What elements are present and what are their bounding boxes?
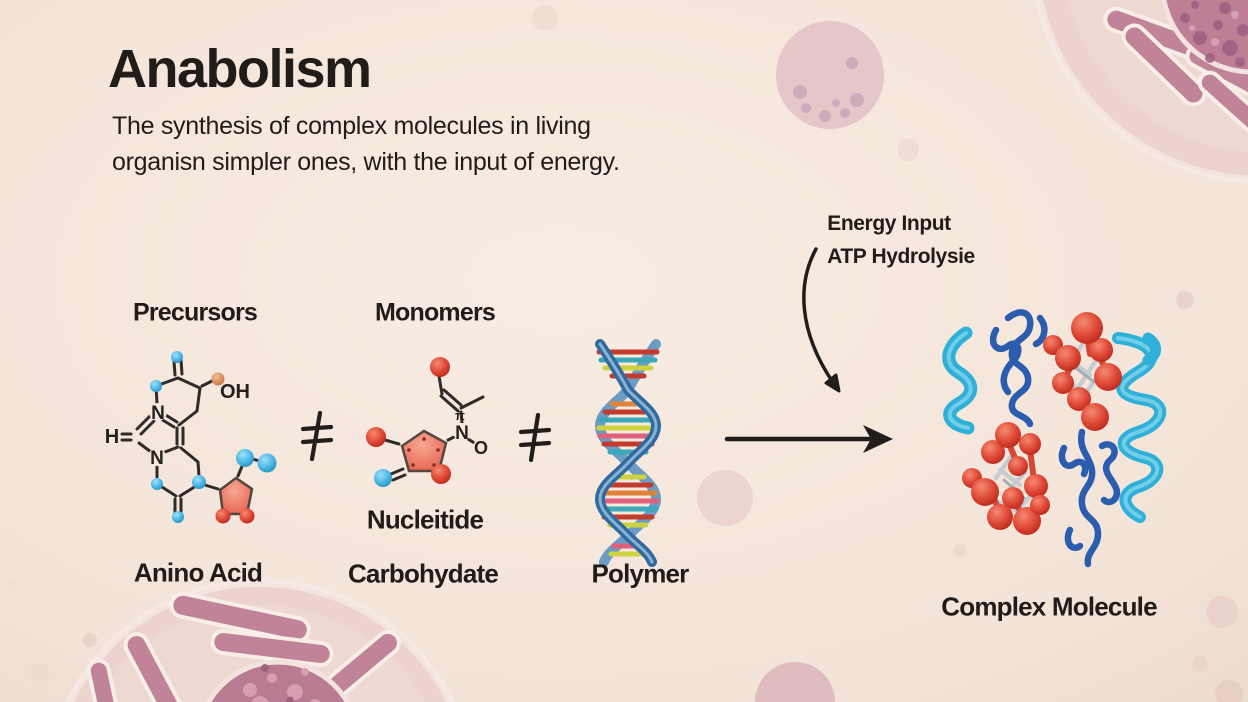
cyan-ribbons	[942, 326, 1167, 523]
nitrogen-label: N	[150, 448, 164, 469]
red-sphere-cluster-bottom	[962, 422, 1050, 535]
dna-helix-icon	[594, 339, 662, 567]
plus-symbol-1	[300, 410, 334, 462]
cell-nucleus	[1161, 0, 1248, 75]
faint-background-blobs	[6, 5, 1243, 702]
hydroxyl-label: OH	[220, 381, 250, 403]
protein-tangles	[989, 309, 1121, 568]
precursors-heading: Precursors	[132, 298, 258, 327]
complex-molecule-caption: Complex Molecule	[941, 591, 1157, 622]
polymer-caption: Polymer	[591, 558, 689, 589]
subtitle-line-1: The synthesis of complex molecules in li…	[112, 112, 591, 140]
subtitle-line-2: organisn simpler ones, with the input of…	[112, 148, 620, 176]
nucleotide-structure: π N O	[366, 357, 489, 487]
cell-illustration-top-right	[1035, 0, 1248, 184]
pi-bond-label: π	[455, 408, 465, 423]
oxygen-label: O	[474, 438, 488, 458]
amino-acid-structure: N N H OH	[105, 351, 277, 524]
energy-input-label: Energy Input	[827, 212, 951, 235]
nitrogen-label: N	[151, 403, 165, 424]
plus-symbol-2	[518, 412, 552, 463]
cell-illustration-bottom-left	[65, 579, 455, 702]
monomers-heading: Monomers	[374, 298, 496, 327]
reaction-arrow	[724, 425, 893, 453]
energy-input-arrow	[802, 247, 841, 393]
carbohydrate-caption: Carbohydate	[347, 558, 499, 589]
nitrogen-label: N	[455, 423, 469, 444]
page-title: Anabolism	[108, 39, 372, 99]
complex-molecule-illustration	[942, 309, 1167, 568]
hydrogen-label: H	[105, 426, 119, 448]
atp-hydrolysis-label: ATP Hydrolysie	[827, 245, 975, 268]
red-sphere-cluster-top	[1043, 312, 1122, 431]
cell-nucleus	[205, 659, 351, 702]
nucleotide-caption: Nucleitide	[366, 504, 484, 535]
amino-acid-caption: Anino Acid	[133, 557, 263, 588]
